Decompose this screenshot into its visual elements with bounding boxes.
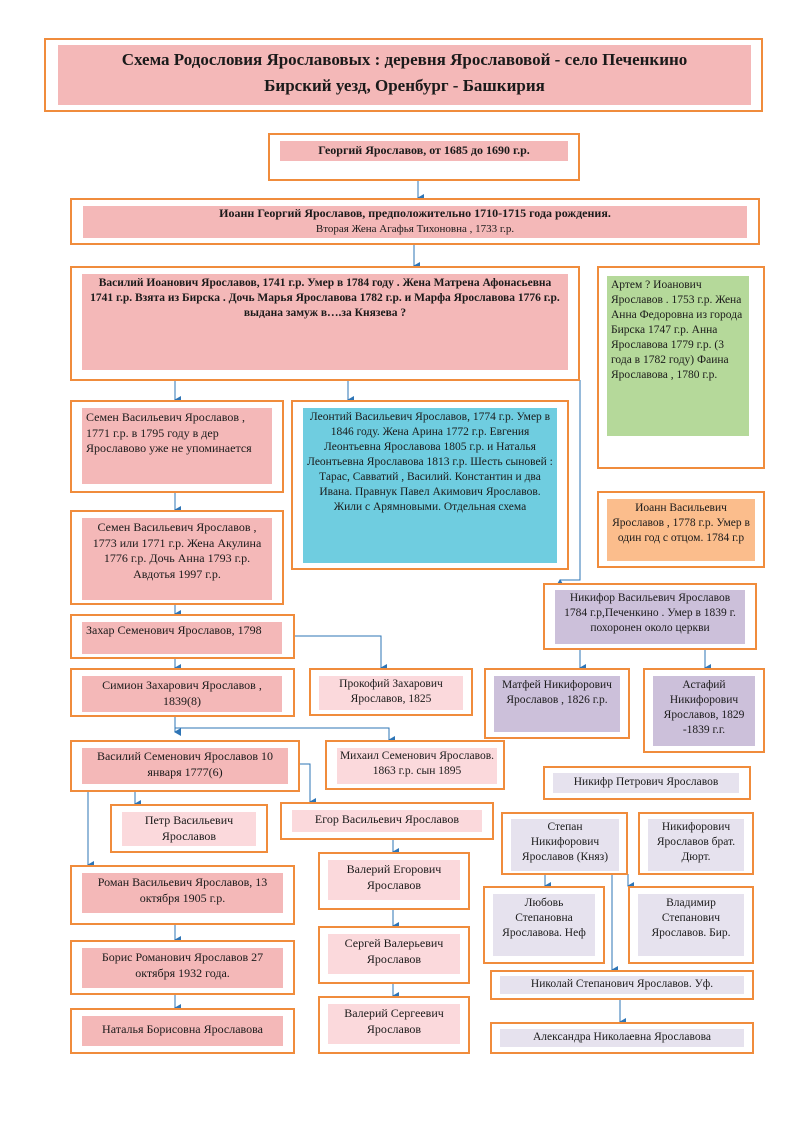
node-petr: Петр Васильевич Ярославов	[110, 804, 268, 853]
node-sergey-label: Сергей Валерьевич Ярославов	[328, 934, 460, 974]
node-alexandra-label: Александра Николаевна Ярославова	[500, 1029, 744, 1047]
node-nikifor-vasilievich: Никифор Васильевич Ярославов 1784 г.р,Пе…	[543, 583, 757, 650]
node-vladimir-label: Владимир Степанович Ярославов. Бир.	[638, 894, 744, 956]
node-georgy-label: Георгий Ярославов, от 1685 до 1690 г.р.	[280, 141, 568, 161]
node-astafy-label: Астафий Никифорович Ярославов, 1829 -183…	[653, 676, 755, 746]
node-egor-label: Егор Васильевич Ярославов	[292, 810, 482, 832]
node-prokofy: Прокофий Захарович Ярославов, 1825	[309, 668, 473, 716]
node-natalya: Наталья Борисовна Ярославова	[70, 1008, 295, 1054]
node-vasily-ioanovich-label: Василий Иоанович Ярославов, 1741 г.р. Ум…	[82, 274, 568, 370]
node-natalya-label: Наталья Борисовна Ярославова	[82, 1016, 283, 1046]
node-boris-label: Борис Романович Ярославов 27 октября 193…	[82, 948, 283, 988]
node-nikifr-petrovich: Никифр Петрович Ярославов	[543, 766, 751, 800]
node-alexandra: Александра Николаевна Ярославова	[490, 1022, 754, 1054]
node-roman-label: Роман Васильевич Ярославов, 13 октября 1…	[82, 873, 283, 913]
node-semen-1773: Семен Васильевич Ярославов , 1773 или 17…	[70, 510, 284, 605]
node-matfey: Матфей Никифорович Ярославов , 1826 г.р.	[484, 668, 630, 739]
node-ioann-georgy: Иоанн Георгий Ярославов, предположительн…	[70, 198, 760, 245]
node-egor: Егор Васильевич Ярославов	[280, 802, 494, 840]
node-zakhar: Захар Семенович Ярославов, 1798	[70, 614, 295, 659]
node-artem: Артем ? Иоанович Ярославов . 1753 г.р. Ж…	[597, 266, 765, 469]
node-lyubov-label: Любовь Степановна Ярославова. Неф	[493, 894, 595, 956]
node-stepan: Степан Никифорович Ярославов (Княз)	[501, 812, 628, 875]
node-simion-label: Симион Захарович Ярославов , 1839(8)	[82, 676, 282, 712]
node-mikhail: Михаил Семенович Ярославов. 1863 г.р. сы…	[325, 740, 505, 790]
node-mikhail-label: Михаил Семенович Ярославов. 1863 г.р. сы…	[337, 748, 497, 784]
node-ioann-vasilievich-label: Иоанн Васильевич Ярославов , 1778 г.р. У…	[607, 499, 755, 561]
node-nikifor-vasilievich-label: Никифор Васильевич Ярославов 1784 г.р,Пе…	[555, 590, 745, 644]
node-nikolay-label: Николай Степанович Ярославов. Уф.	[500, 976, 744, 994]
node-simion: Симион Захарович Ярославов , 1839(8)	[70, 668, 295, 717]
node-valery-sergeevich-label: Валерий Сергеевич Ярославов	[328, 1004, 460, 1044]
node-vasily-ioanovich: Василий Иоанович Ярославов, 1741 г.р. Ум…	[70, 266, 580, 381]
node-nikiforovich-brat: Никифорович Ярославов брат. Дюрт.	[638, 812, 754, 875]
header-panel: Схема Родословия Ярославовых : деревня Я…	[58, 45, 751, 105]
node-artem-label: Артем ? Иоанович Ярославов . 1753 г.р. Ж…	[607, 276, 749, 436]
page-subtitle: Бирский уезд, Оренбург - Башкирия	[264, 75, 545, 95]
node-valery-egorovich: Валерий Егорович Ярославов	[318, 852, 470, 910]
node-prokofy-label: Прокофий Захарович Ярославов, 1825	[319, 676, 463, 710]
node-matfey-label: Матфей Никифорович Ярославов , 1826 г.р.	[494, 676, 620, 732]
node-leonty-label: Леонтий Васильевич Ярославов, 1774 г.р. …	[303, 408, 557, 563]
node-lyubov: Любовь Степановна Ярославова. Неф	[483, 886, 605, 964]
node-vasily-semenovich: Василий Семенович Ярославов 10 января 17…	[70, 740, 300, 792]
node-valery-egorovich-label: Валерий Егорович Ярославов	[328, 860, 460, 900]
node-leonty: Леонтий Васильевич Ярославов, 1774 г.р. …	[291, 400, 569, 570]
node-semen-1773-label: Семен Васильевич Ярославов , 1773 или 17…	[82, 518, 272, 600]
node-ioann-georgy-wife: Вторая Жена Агафья Тихоновна , 1733 г.р.	[315, 222, 515, 235]
node-nikiforovich-brat-label: Никифорович Ярославов брат. Дюрт.	[648, 819, 744, 871]
node-vladimir: Владимир Степанович Ярославов. Бир.	[628, 886, 754, 964]
node-georgy: Георгий Ярославов, от 1685 до 1690 г.р.	[268, 133, 580, 181]
node-semen-1771: Семен Васильевич Ярославов , 1771 г.р. в…	[70, 400, 284, 493]
node-ioann-georgy-name: Иоанн Георгий Ярославов, предположительн…	[219, 206, 611, 220]
node-boris: Борис Романович Ярославов 27 октября 193…	[70, 940, 295, 995]
node-semen-1771-label: Семен Васильевич Ярославов , 1771 г.р. в…	[82, 408, 272, 484]
header-box: Схема Родословия Ярославовых : деревня Я…	[44, 38, 763, 112]
node-nikolay: Николай Степанович Ярославов. Уф.	[490, 970, 754, 1000]
node-zakhar-label: Захар Семенович Ярославов, 1798	[82, 622, 282, 654]
node-sergey: Сергей Валерьевич Ярославов	[318, 926, 470, 984]
node-petr-label: Петр Васильевич Ярославов	[122, 812, 256, 846]
node-astafy: Астафий Никифорович Ярославов, 1829 -183…	[643, 668, 765, 753]
page-title: Схема Родословия Ярославовых : деревня Я…	[121, 50, 688, 69]
node-roman: Роман Васильевич Ярославов, 13 октября 1…	[70, 865, 295, 925]
node-valery-sergeevich: Валерий Сергеевич Ярославов	[318, 996, 470, 1054]
node-stepan-label: Степан Никифорович Ярославов (Княз)	[511, 819, 619, 871]
node-vasily-semenovich-label: Василий Семенович Ярославов 10 января 17…	[82, 748, 288, 784]
node-ioann-vasilievich: Иоанн Васильевич Ярославов , 1778 г.р. У…	[597, 491, 765, 568]
node-nikifr-petrovich-label: Никифр Петрович Ярославов	[553, 773, 739, 793]
node-ioann-georgy-panel: Иоанн Георгий Ярославов, предположительн…	[83, 206, 747, 238]
